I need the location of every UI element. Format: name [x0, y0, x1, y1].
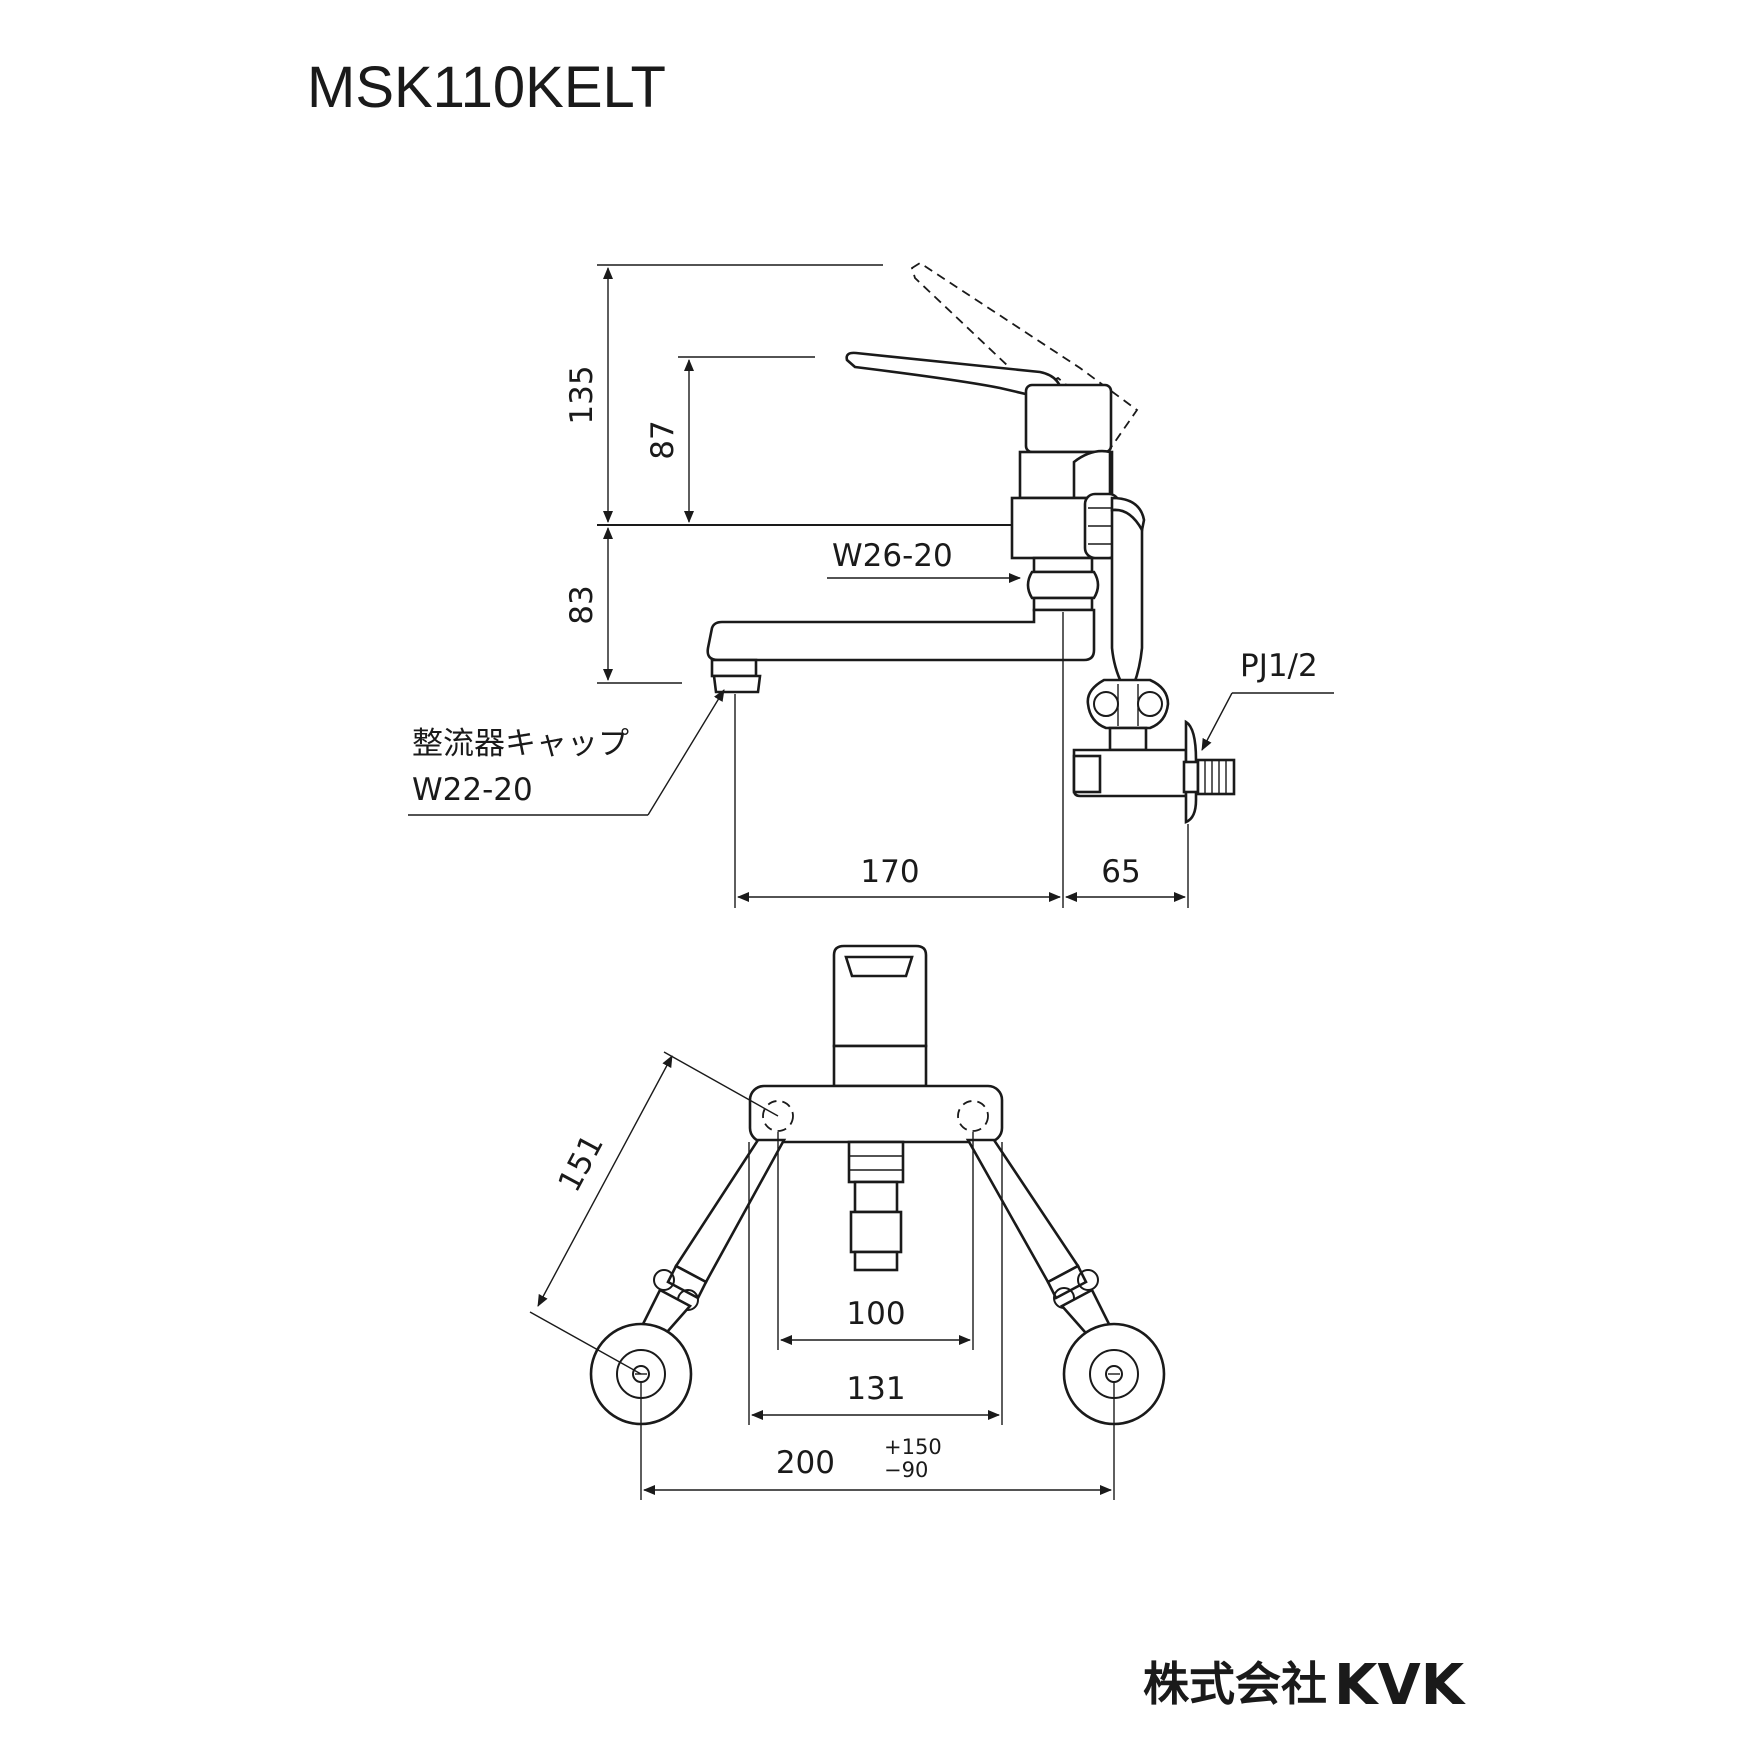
side-view: 135 87 83	[408, 261, 1334, 908]
dim-65: 65	[1101, 854, 1140, 890]
aerator-thread-label: W22-20	[412, 772, 533, 808]
body-bar	[748, 1084, 1004, 1144]
dim-170: 170	[860, 854, 919, 890]
tolerance-plus: +150	[884, 1435, 942, 1459]
dim-line-151	[537, 1055, 673, 1307]
supply-pipe	[1110, 508, 1144, 686]
brand-name: KVK	[1334, 1653, 1467, 1718]
dim-135: 135	[564, 365, 600, 424]
thread-pj-label: PJ1/2	[1240, 648, 1318, 684]
dim-83: 83	[564, 585, 600, 624]
lever-raised-outline	[910, 261, 1139, 448]
right-arm	[965, 1138, 1080, 1284]
top-view: 151 100 131 200 +150 −90	[529, 944, 1166, 1500]
thread-w26-label: W26-20	[832, 538, 953, 574]
tolerance-minus: −90	[884, 1458, 928, 1482]
model-title: MSK110KELT	[307, 55, 666, 120]
dim-200: 200	[776, 1445, 835, 1481]
left-arm	[674, 1138, 787, 1284]
dim-87: 87	[645, 420, 681, 459]
company-logo: 株式会社 KVK	[1143, 1653, 1467, 1718]
spout	[706, 608, 1096, 662]
aerator-label: 整流器キャップ	[412, 726, 629, 762]
dim-100: 100	[846, 1296, 905, 1332]
dim-131: 131	[846, 1371, 905, 1407]
company-name-jp: 株式会社	[1143, 1657, 1327, 1711]
